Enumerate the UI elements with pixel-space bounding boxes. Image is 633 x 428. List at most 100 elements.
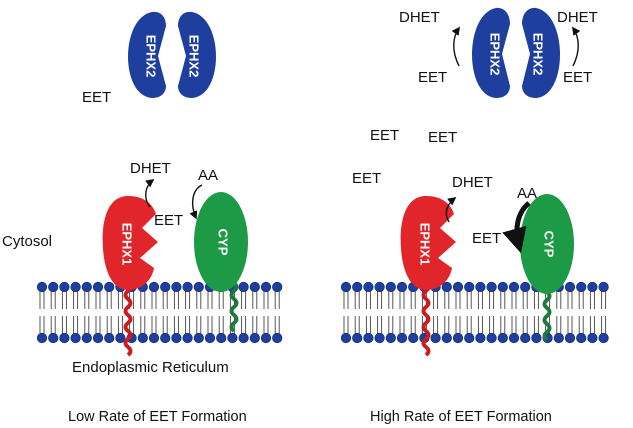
lipid-head [385,281,396,293]
lipid-head [564,281,576,293]
ephx2-dimer-right: EPHX2 EPHX2 [472,7,560,98]
lipid-head [352,332,363,344]
lipid-head [475,281,486,293]
lipid-head [249,281,260,293]
lipid-head [70,281,81,293]
lipid-head [204,332,216,344]
lipid-head [227,332,238,344]
lipid-head [352,281,363,293]
lipid-head [137,332,148,344]
lipid-head [160,332,171,344]
dhet-label: DHET [130,160,171,177]
curved-arrow-icon [145,178,155,208]
lipid-head [182,332,193,344]
lipid-head [430,332,441,344]
lipid-head [272,281,283,293]
caption-left: Low Rate of EET Formation [68,409,247,425]
ephx1-enzyme-right: EPHX1 [400,196,456,357]
transmembrane-helix-icon [542,290,552,342]
lipid-head [598,281,609,293]
lipid-head [104,281,115,293]
lipid-head [520,332,531,344]
lipid-head [464,281,475,293]
curved-arrow-icon [189,184,203,220]
lipid-head [216,332,227,344]
transmembrane-helix-icon [123,281,133,357]
lipid-head [486,332,497,344]
lipid-head [441,281,452,293]
er-label: Endoplasmic Reticulum [72,359,229,376]
aa-label: AA [198,167,218,184]
lipid-head [587,332,598,344]
lipid-head [115,332,126,344]
eet-label: EET [563,69,592,86]
eet-label: EET [418,69,447,86]
lipid-head [238,281,249,293]
membrane-left [36,281,283,344]
lipid-head [497,281,508,293]
transmembrane-helix-icon [421,281,431,357]
lipid-head [441,332,452,344]
lipid-head [464,332,475,344]
lipid-head [260,332,272,344]
lipid-head [564,332,576,344]
lipid-head [193,332,204,344]
curved-arrow-icon [502,201,531,254]
lipid-head [260,281,272,293]
lipid-head [36,332,48,344]
curved-arrow-icon [445,196,457,223]
lipid-head [92,332,104,344]
ephx1-label: EPHX1 [418,223,433,266]
dhet-label: DHET [452,174,493,191]
lipid-head [182,281,193,293]
lipid-head [92,281,104,293]
lipid-head [193,281,204,293]
lipid-head [171,332,182,344]
lipid-head [553,332,564,344]
lipid-head [475,332,486,344]
lipid-head [238,332,249,344]
cyp-label: CYP [216,229,231,256]
ephx2-label: EPHX2 [531,33,546,76]
lipid-head [59,281,70,293]
lipid-head [272,332,283,344]
ephx2-label: EPHX2 [144,35,159,78]
eet-label: EET [472,230,501,247]
lipid-head [249,332,260,344]
lipid-head [81,332,92,344]
transmembrane-helix-icon [229,281,239,333]
lipid-head [520,281,531,293]
eet-label: EET [352,170,381,187]
lipid-head [171,281,182,293]
lipid-head [508,332,520,344]
eet-label: EET [370,127,399,144]
ephx1-label: EPHX1 [120,223,135,266]
curved-arrow-icon [451,26,460,67]
dhet-label: DHET [557,9,598,26]
lipid-head [148,332,160,344]
lipid-head [148,281,160,293]
lipid-head [340,281,352,293]
lipid-head [48,281,59,293]
ephx1-enzyme-left: EPHX1 [102,196,158,357]
lipid-head [374,332,385,344]
lipid-head [576,281,587,293]
lipid-head [36,281,48,293]
caption-right: High Rate of EET Formation [370,409,552,425]
lipid-head [340,332,352,344]
lipid-head [497,332,508,344]
curved-arrow-icon [572,26,581,67]
lipid-head [452,332,464,344]
ephx2-label: EPHX2 [488,33,503,76]
lipid-head [363,332,374,344]
dhet-label: DHET [399,9,440,26]
lipid-head [576,332,587,344]
lipid-head [385,332,396,344]
lipid-head [363,281,374,293]
lipid-head [531,332,542,344]
lipid-head [59,332,70,344]
lipid-head [486,281,497,293]
cyp-label: CYP [542,231,557,258]
ephx2-label: EPHX2 [187,35,202,78]
